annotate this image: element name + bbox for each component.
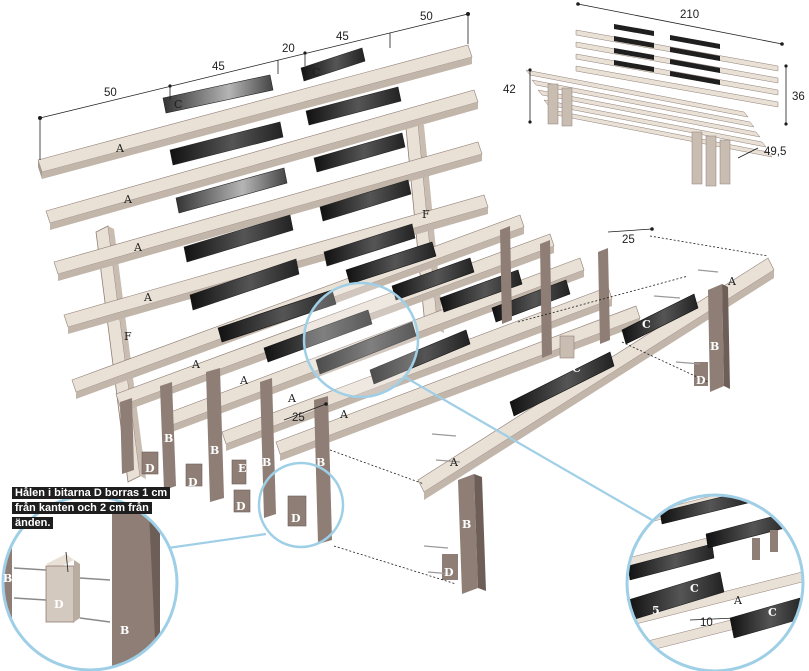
- front-block-c1: [509, 351, 615, 417]
- front-frame: [329, 235, 775, 594]
- detail-right-label-c1: C: [690, 582, 699, 595]
- dim-sofa-length: 210: [680, 9, 699, 21]
- detail-left-label-d: D: [54, 598, 64, 611]
- dim-25-side: 25: [622, 234, 635, 246]
- label-d-4: D: [291, 512, 301, 525]
- drilling-note: Hålen i bitarna D borras 1 cm från kante…: [12, 486, 182, 531]
- top-dimension-labels: 50 45 20 45 50: [104, 11, 433, 99]
- dim-25-corner: 25: [292, 412, 305, 424]
- label-b-front: B: [462, 518, 471, 531]
- side-dimension: 25: [607, 227, 654, 246]
- label-c-1: C: [174, 98, 182, 111]
- dim-50-left: 50: [104, 87, 117, 99]
- label-a-4: A: [143, 291, 153, 304]
- label-f-right: F: [422, 208, 430, 221]
- label-a-1: A: [115, 142, 125, 155]
- dim-45-right: 45: [336, 31, 349, 43]
- part-labels: A A A A A A A A A A F F C C C C B B B B …: [115, 66, 737, 579]
- sofa-thumbnail: 210 42 36 49,5: [503, 2, 805, 187]
- label-b-2: B: [210, 444, 219, 457]
- detail-circle-left: D B B: [1, 494, 179, 671]
- top-dimension-line: [39, 13, 469, 160]
- label-c-4: C: [572, 362, 581, 375]
- detail-left-label-b: B: [120, 624, 129, 637]
- label-a-3: A: [133, 241, 143, 254]
- label-a-2: A: [123, 193, 133, 206]
- front-block-c2: [621, 293, 699, 345]
- label-b-right: B: [710, 340, 719, 353]
- dim-45-left: 45: [212, 61, 225, 73]
- detail-right-dim-5: 5: [652, 604, 660, 617]
- label-a-front: A: [449, 456, 459, 469]
- label-a-7: A: [287, 392, 297, 405]
- d-blocks: [141, 335, 575, 527]
- top-dimension-dots: [38, 12, 470, 120]
- detail-right-dim-10: 10: [700, 617, 713, 629]
- label-d-right: D: [696, 374, 706, 387]
- callout-lines: [167, 375, 653, 550]
- callout-seat-highlight: [302, 281, 420, 399]
- label-d-front: D: [444, 566, 454, 579]
- dim-sofa-depth: 49,5: [764, 146, 786, 158]
- front-d-block-right: [694, 362, 708, 386]
- detail-left-label-b-edge: B: [3, 572, 12, 585]
- corner-dimension: 25: [283, 402, 328, 424]
- front-leg-right: [708, 284, 730, 392]
- label-c-3: C: [642, 318, 651, 331]
- label-a-6: A: [239, 374, 249, 387]
- label-e: E: [238, 462, 246, 475]
- back-frame: [37, 44, 489, 483]
- label-b-4: B: [316, 456, 325, 469]
- detail-circle-right: C C A 5 10: [625, 493, 805, 671]
- label-d-3: D: [236, 500, 246, 513]
- dim-sofa-height: 42: [503, 84, 516, 96]
- back-slat-3: [53, 141, 483, 281]
- detail-right-label-a: A: [733, 594, 743, 607]
- back-spacer-blocks: [162, 47, 416, 311]
- back-slat-2: [45, 89, 479, 230]
- label-f-left: F: [124, 330, 132, 343]
- callout-d-highlight: [257, 461, 345, 549]
- label-d-2: D: [188, 476, 198, 489]
- dim-sofa-back: 36: [792, 91, 805, 103]
- label-a-right: A: [727, 275, 737, 288]
- label-b-3: B: [262, 456, 271, 469]
- front-leg-left: [458, 474, 486, 594]
- dim-50-right: 50: [420, 11, 433, 23]
- detail-right-label-c2: C: [768, 606, 777, 619]
- label-a-8: A: [339, 408, 349, 421]
- guide-lines: [329, 235, 769, 585]
- back-slat-1: [37, 44, 473, 179]
- label-c-2: C: [312, 66, 320, 79]
- seat-blocks: [217, 241, 571, 385]
- label-b-1: B: [164, 432, 173, 445]
- dim-20: 20: [282, 43, 295, 55]
- screws: [423, 269, 719, 575]
- seat-frame: [71, 214, 641, 544]
- label-a-5: A: [191, 358, 201, 371]
- drilling-note-text: Hålen i bitarna D borras 1 cm från kante…: [12, 487, 171, 529]
- label-d-1: D: [145, 462, 155, 475]
